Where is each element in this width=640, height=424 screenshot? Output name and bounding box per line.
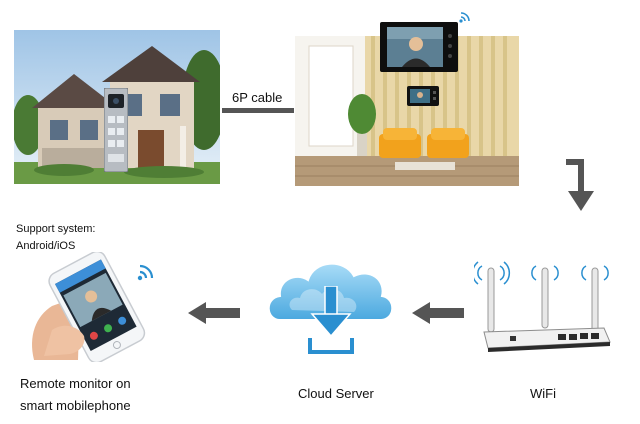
monitor-icon [380, 22, 458, 72]
router-icon [474, 261, 611, 352]
smartphone-image [24, 252, 154, 362]
phone-label-line1: Remote monitor on [20, 376, 131, 391]
phone-label-line2: smart mobilephone [20, 398, 131, 413]
arrow-left-icon [412, 302, 464, 324]
wifi-signal-icon [137, 264, 154, 281]
cable-label: 6P cable [232, 90, 283, 105]
indoor-monitor [380, 22, 458, 72]
wifi-label: WiFi [530, 386, 556, 401]
arrow-left-icon [188, 302, 240, 324]
doorbell-icon [104, 88, 128, 172]
phone-icon [32, 252, 146, 362]
cloud-server-image [262, 246, 396, 366]
download-arrow-icon [308, 286, 354, 354]
house-image [14, 30, 220, 184]
support-system-label: Support system: [16, 223, 96, 235]
cloud-server-label: Cloud Server [298, 386, 374, 401]
monitor-icon [407, 86, 439, 106]
arrow-down-icon [566, 159, 594, 211]
cable-line [222, 108, 294, 113]
support-os-label: Android/iOS [16, 240, 76, 252]
wifi-signal-icon [459, 12, 470, 23]
wifi-router-image [474, 258, 614, 358]
cloud-icon [267, 262, 394, 321]
